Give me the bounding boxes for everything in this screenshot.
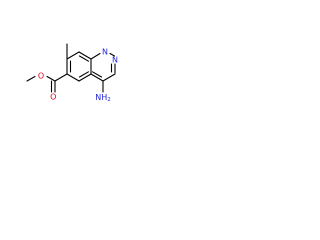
bond-c4a-n1 xyxy=(90,52,101,60)
atom-labels: N N O O NH2 xyxy=(38,48,118,103)
atom-label-amine: NH2 xyxy=(95,93,111,103)
amine-symbol: NH xyxy=(95,93,107,102)
bond-c3-c4 xyxy=(102,73,116,82)
bond-c4-c4a-inner xyxy=(91,71,103,78)
bond-c8a-c8 xyxy=(66,51,80,60)
amine-subscript: 2 xyxy=(107,97,111,103)
bond-c4a-c8a xyxy=(78,51,92,60)
atom-label-ester-oxygen: O xyxy=(38,72,44,81)
bond-c6-c5 xyxy=(78,73,92,82)
bonds xyxy=(26,43,116,93)
atom-label-n2: N xyxy=(112,56,118,65)
bond-o-methyl xyxy=(26,75,36,82)
bond-c6-carbonyl-c xyxy=(54,73,68,82)
atom-label-n1: N xyxy=(102,48,108,57)
atom-label-carbonyl-oxygen: O xyxy=(50,93,56,102)
bond-carbonyl-c-o xyxy=(46,75,56,82)
cinnoline-structure-diagram: N N O O NH2 xyxy=(26,43,118,103)
bond-c6-c5-inner xyxy=(78,71,90,78)
bond-c7-c6 xyxy=(66,73,80,82)
bond-c4a-c8a-inner xyxy=(78,55,90,62)
bond-n1-n2 xyxy=(109,52,116,57)
bond-c4-c5ring xyxy=(90,73,104,82)
